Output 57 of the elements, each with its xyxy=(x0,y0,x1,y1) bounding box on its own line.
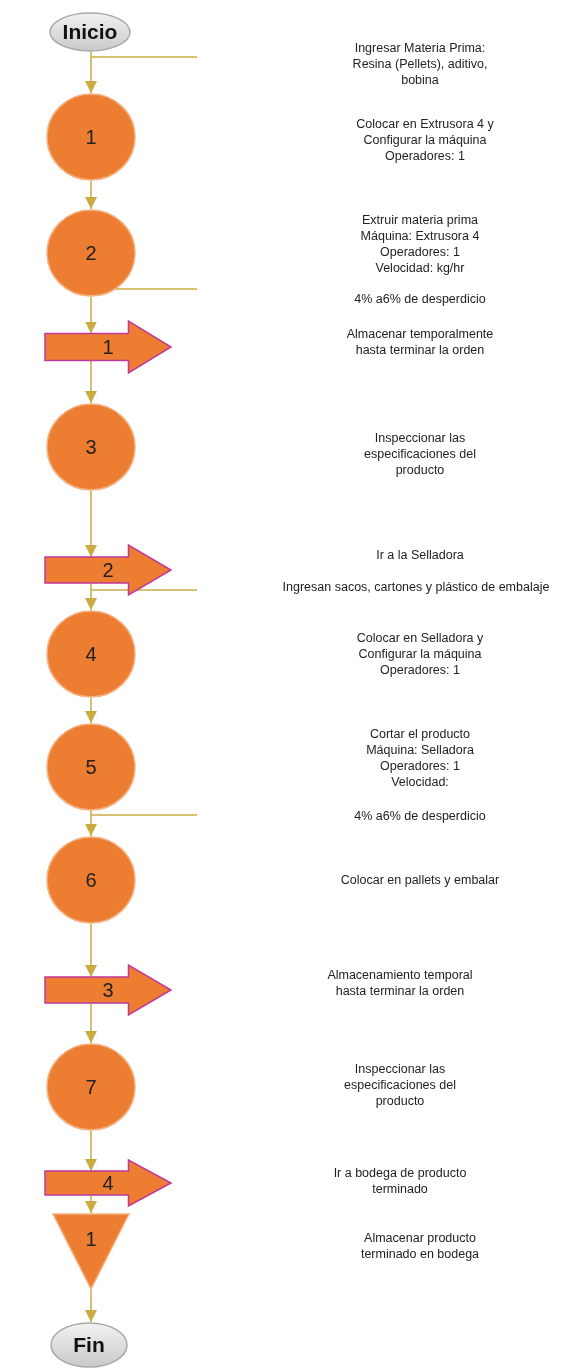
operation-circle xyxy=(46,403,136,491)
step-number: 1 xyxy=(85,1228,97,1252)
step-description: Inspeccionar las especificaciones del producto xyxy=(363,430,477,478)
operation-circle xyxy=(46,836,136,924)
step-description: Almacenar temporalmente hasta terminar la orden xyxy=(345,326,495,358)
flow-arrow xyxy=(85,923,97,978)
step-number: 2 xyxy=(85,241,97,265)
step-description: Colocar en pallets y embalar xyxy=(339,872,501,888)
step-number: 1 xyxy=(85,125,97,149)
step-description: Inspeccionar las especificaciones del producto xyxy=(343,1061,457,1109)
operation-circle xyxy=(46,1043,136,1131)
step-description: Almacenamiento temporal hasta terminar la orden xyxy=(326,967,474,999)
step-description: Ir a bodega de producto terminado xyxy=(332,1165,468,1197)
step-number: 3 xyxy=(85,435,97,459)
step-number: 6 xyxy=(85,868,97,892)
step-number: 5 xyxy=(85,755,97,779)
step-number: 7 xyxy=(85,1075,97,1099)
flow-arrow xyxy=(85,1002,97,1044)
terminal-label: Fin xyxy=(73,1333,105,1357)
step-number: 4 xyxy=(85,642,97,666)
flow-arrow xyxy=(85,359,97,404)
step-description: Ingresan sacos, cartones y plástico de embalaje xyxy=(281,579,551,595)
step-number: 4 xyxy=(102,1171,114,1195)
operation-circle xyxy=(46,209,136,297)
flow-arrow xyxy=(85,296,97,335)
flow-arrow xyxy=(85,1130,97,1172)
transport-symbol xyxy=(44,544,172,596)
flow-arrow xyxy=(85,1289,97,1323)
operation-circle xyxy=(46,610,136,698)
transport-symbol xyxy=(44,320,172,374)
flow-arrow xyxy=(85,180,97,210)
terminal-oval xyxy=(49,12,131,52)
storage-triangle xyxy=(52,1213,130,1290)
step-description: Ir a la Selladora xyxy=(375,547,465,563)
step-description: Extruir materia prima Máquina: Extrusora 4 Operadores: 1 Velocidad: kg/hr xyxy=(359,212,481,276)
transport-symbol xyxy=(44,1159,172,1207)
operation-circle xyxy=(46,723,136,811)
flow-arrow xyxy=(85,1194,97,1214)
step-description: 4% a6% de desperdicio xyxy=(353,291,487,307)
flow-arrow xyxy=(85,582,97,611)
step-description: Almacenar producto terminado en bodega xyxy=(359,1230,481,1262)
flow-arrow xyxy=(85,490,97,558)
step-description: 4% a6% de desperdicio xyxy=(353,808,487,824)
terminal-label: Inicio xyxy=(62,20,118,44)
step-description: Colocar en Extrusora 4 y Configurar la máquina Operadores: 1 xyxy=(355,116,495,164)
flow-arrow xyxy=(85,810,97,837)
step-description: Colocar en Selladora y Configurar la máquina Operadores: 1 xyxy=(355,630,485,678)
step-number: 3 xyxy=(102,978,114,1002)
flow-arrow xyxy=(85,51,97,94)
operation-circle xyxy=(46,93,136,181)
step-description: Cortar el producto Máquina: Selladora Operadores: 1 Velocidad: xyxy=(365,726,475,790)
step-number: 2 xyxy=(102,558,114,582)
step-description: Ingresar Materia Prima: Resina (Pellets), aditivo, bobina xyxy=(351,40,489,88)
step-number: 1 xyxy=(102,335,114,359)
flow-arrow xyxy=(85,697,97,724)
terminal-oval xyxy=(50,1322,128,1368)
transport-symbol xyxy=(44,964,172,1016)
